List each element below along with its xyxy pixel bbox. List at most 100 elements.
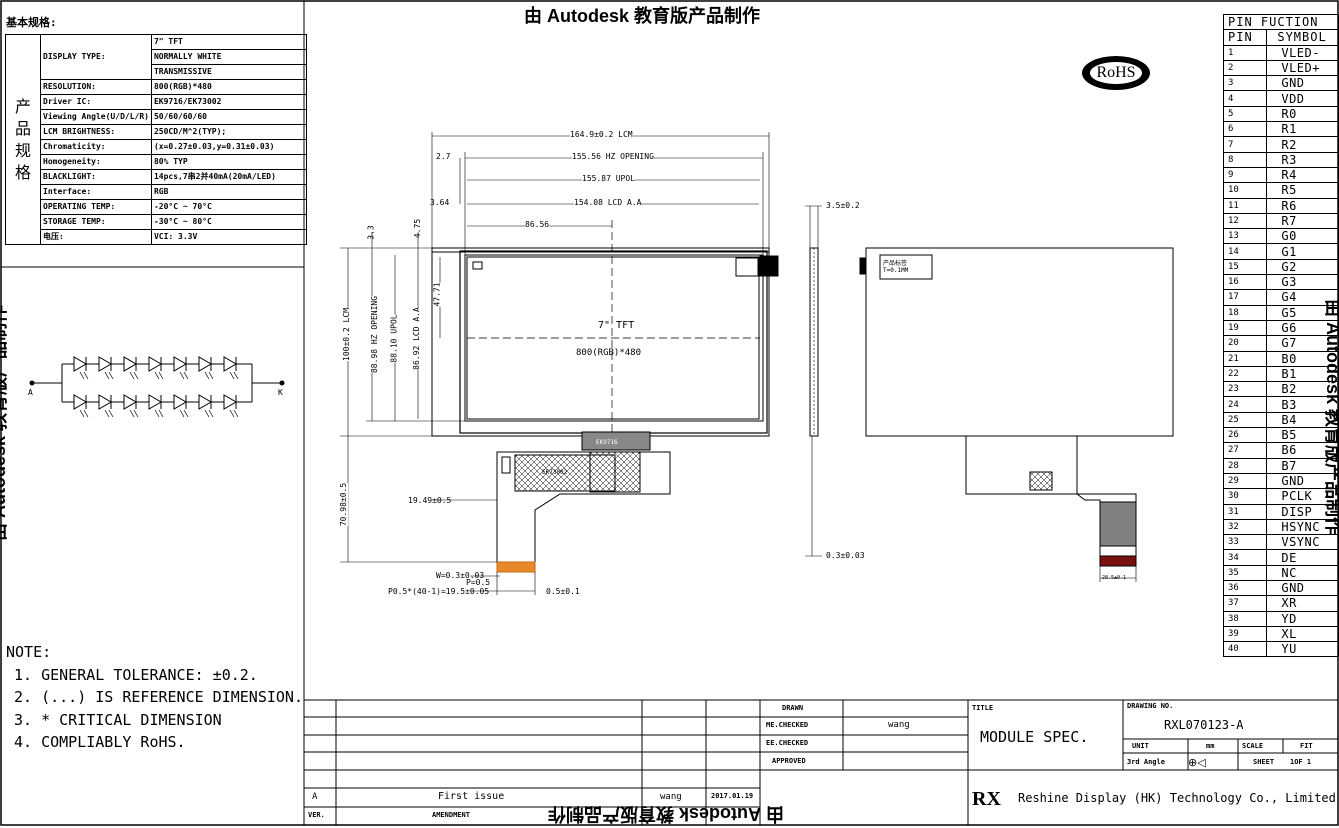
led-emission-icon xyxy=(104,371,114,380)
led-diode-icon xyxy=(148,394,162,410)
pin-symbol: GND xyxy=(1266,472,1339,490)
pin-number: 20 xyxy=(1222,335,1268,352)
me-checked-label: ME.CHECKED xyxy=(766,721,809,729)
pin-number: 37 xyxy=(1222,595,1268,612)
pin-subheader-symbol: SYMBOL xyxy=(1266,29,1339,46)
pin-header-cell: PIN FUCTION xyxy=(1223,13,1339,31)
watermark-top: 由 Autodesk 教育版产品制作 xyxy=(524,6,761,26)
pin-number: 10 xyxy=(1222,182,1268,199)
pin-table-subheader: PIN SYMBOL xyxy=(1222,29,1339,46)
pin-number: 7 xyxy=(1222,136,1268,153)
cathode-label: K xyxy=(278,388,283,397)
dim-center-x: 86.56 xyxy=(525,220,550,229)
pin-symbol: B2 xyxy=(1266,381,1339,398)
spec-label: Viewing Angle(U/D/L/R) xyxy=(40,109,152,125)
dim-lcm-height: 100±0.2 LCM xyxy=(341,308,351,361)
rev-date: 2017.01.19 xyxy=(711,792,754,800)
pin-symbol: B3 xyxy=(1266,396,1339,413)
sheet-label: SHEET xyxy=(1253,758,1275,766)
pin-symbol: VDD xyxy=(1266,90,1339,107)
notes-title: NOTE: xyxy=(6,643,52,661)
pin-symbol: DISP xyxy=(1266,503,1339,520)
pin-number: 4 xyxy=(1222,90,1268,107)
led-emission-icon xyxy=(229,371,239,380)
led-diode-icon xyxy=(198,356,212,372)
pin-number: 36 xyxy=(1222,579,1268,597)
spec-label: 电压: xyxy=(40,229,152,245)
pin-symbol: XR xyxy=(1266,595,1339,612)
dim-fpc-p: P=0.5 xyxy=(466,578,491,587)
pin-number: 32 xyxy=(1222,518,1268,536)
pin-header-function: FUCTION xyxy=(1260,15,1319,30)
spec-row: Viewing Angle(U/D/L/R)50/60/60/60 xyxy=(6,109,307,125)
spec-value: 14pcs,7串2并40mA(20mA/LED) xyxy=(150,169,307,185)
pin-symbol: NC xyxy=(1266,564,1339,581)
spec-value: (x=0.27±0.03,y=0.31±0.03) xyxy=(150,139,307,155)
drawn-label: DRAWN xyxy=(782,704,804,712)
pin-symbol: R7 xyxy=(1266,212,1339,230)
led-emission-icon xyxy=(154,409,164,418)
pin-symbol: R5 xyxy=(1266,182,1339,199)
back-label-1: 产品标签 xyxy=(883,260,908,267)
pin-symbol: G1 xyxy=(1266,243,1339,260)
dim-opening-height: 88.98 HZ OPENING xyxy=(370,295,380,374)
pin-symbol: DE xyxy=(1266,549,1339,566)
spec-row: Chromaticity:(x=0.27±0.03,y=0.31±0.03) xyxy=(6,139,307,155)
pin-number: 3 xyxy=(1222,75,1268,92)
led-emission-icon xyxy=(204,371,214,380)
dim-4-75: 4.75 xyxy=(413,218,423,239)
company-logo: RX xyxy=(972,788,1001,810)
dim-side-thickness: 3.5±0.2 xyxy=(826,201,860,210)
pin-symbol: VLED+ xyxy=(1266,59,1339,77)
dim-upol-width: 155.87 UPOL xyxy=(582,174,635,183)
pin-number: 27 xyxy=(1222,442,1268,459)
pin-number: 30 xyxy=(1222,488,1268,505)
spec-value: 50/60/60/60 xyxy=(150,109,307,125)
pin-number: 22 xyxy=(1222,365,1268,383)
side-view xyxy=(805,205,822,557)
pin-symbol: R3 xyxy=(1266,151,1339,168)
pin-symbol: R6 xyxy=(1266,197,1339,214)
led-diode-icon xyxy=(223,356,237,372)
rohs-text: RoHS xyxy=(1090,62,1142,84)
pin-number: 26 xyxy=(1222,427,1268,444)
pin-symbol: G7 xyxy=(1266,335,1339,352)
pin-symbol: GND xyxy=(1266,75,1339,92)
led-emission-icon xyxy=(79,409,89,418)
spec-label: BLACKLIGHT: xyxy=(40,169,152,185)
company-name: Reshine Display (HK) Technology Co., Lim… xyxy=(1018,791,1336,805)
unit-value: mm xyxy=(1206,742,1215,750)
spec-label: STORAGE TEMP: xyxy=(40,214,152,230)
rev-letter: A xyxy=(312,792,318,802)
watermark-bottom: 由 Autodesk 教育版产品制作 xyxy=(548,804,785,824)
dim-fpc-pitch: P0.5*(40-1)=19.5±0.05 xyxy=(388,587,490,596)
projection-icon: ⊕◁ xyxy=(1188,756,1206,769)
pin-symbol: G6 xyxy=(1266,319,1339,337)
spec-value: VCI: 3.3V xyxy=(150,229,307,245)
panel-label-size: 7" TFT xyxy=(598,320,635,331)
watermark-left: 由 Autodesk 教育版产品制作 xyxy=(0,304,10,541)
spec-label: RESOLUTION: xyxy=(40,79,152,95)
spec-value: -30°C ~ 80°C xyxy=(150,214,307,230)
led-diode-icon xyxy=(173,394,187,410)
pin-symbol: B6 xyxy=(1266,442,1339,459)
spec-label: Driver IC: xyxy=(40,94,152,110)
pin-number: 5 xyxy=(1222,105,1268,123)
pin-number: 6 xyxy=(1222,121,1268,138)
